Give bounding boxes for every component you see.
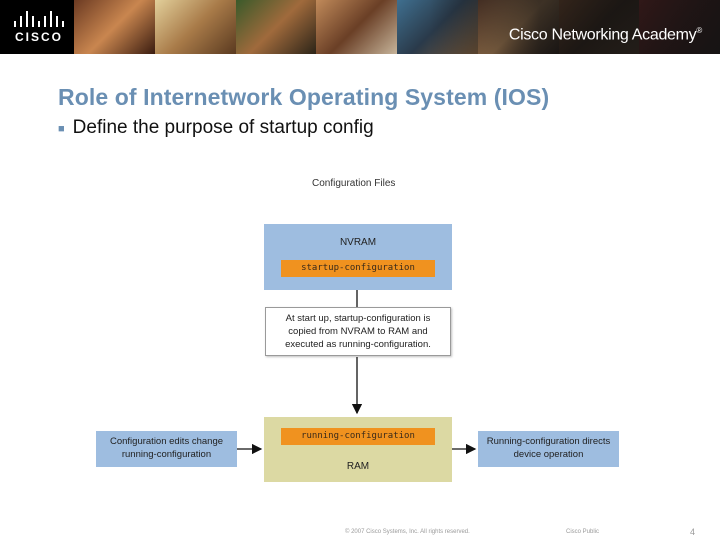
academy-wordmark: Cisco Networking Academy® xyxy=(508,26,702,44)
ram-box: running-configuration RAM xyxy=(264,417,452,482)
running-config-file: running-configuration xyxy=(281,428,435,445)
note-line-2: copied from NVRAM to RAM and xyxy=(288,326,428,337)
logo-wordmark: CISCO xyxy=(15,30,64,44)
device-operation-line-2: device operation xyxy=(513,449,584,460)
note-line-1: At start up, startup-configuration is xyxy=(285,313,431,324)
config-edits-line-1: Configuration edits change xyxy=(109,436,224,447)
note-line-3: executed as running-configuration. xyxy=(285,339,431,350)
nvram-label: NVRAM xyxy=(339,237,377,248)
cisco-bridge-icon xyxy=(14,11,64,27)
copyright-text: © 2007 Cisco Systems, Inc. All rights re… xyxy=(345,529,470,535)
slide-title: Role of Internetwork Operating System (I… xyxy=(58,84,550,110)
diagram-title: Configuration Files xyxy=(312,178,396,189)
square-bullet-icon: ■ xyxy=(58,123,65,135)
config-edits-box: Configuration edits change running-confi… xyxy=(96,431,237,467)
startup-note-box: At start up, startup-configuration is co… xyxy=(265,307,451,356)
config-edits-line-2: running-configuration xyxy=(121,449,212,460)
cisco-logo: CISCO xyxy=(0,0,74,54)
startup-config-file: startup-configuration xyxy=(281,260,435,277)
nvram-box: NVRAM startup-configuration xyxy=(264,224,452,290)
ram-label: RAM xyxy=(346,461,370,472)
device-operation-box: Running-configuration directs device ope… xyxy=(478,431,619,467)
device-operation-line-1: Running-configuration directs xyxy=(486,436,611,447)
page-number: 4 xyxy=(690,527,696,537)
bullet-item: ■ Define the purpose of startup config xyxy=(58,117,374,139)
header-banner: CISCO Cisco Networking Academy® xyxy=(0,0,720,54)
classification-text: Cisco Public xyxy=(566,529,600,535)
bullet-text: Define the purpose of startup config xyxy=(72,117,374,138)
